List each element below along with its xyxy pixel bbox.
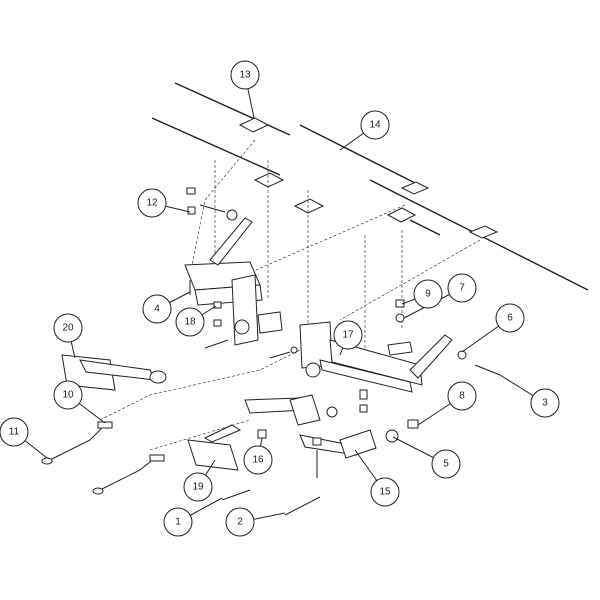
main-crossmember <box>299 321 453 393</box>
callout-14: 14 <box>360 110 390 140</box>
callout-number: 5 <box>443 459 449 470</box>
callout-circle <box>495 303 525 333</box>
callout-circle <box>230 60 260 90</box>
callout-circle <box>333 320 363 350</box>
callout-8: 8 <box>447 381 477 411</box>
callout-circle <box>137 188 167 218</box>
callout-1: 1 <box>163 507 193 537</box>
callout-number: 6 <box>507 313 513 324</box>
callout-number: 20 <box>62 323 74 334</box>
callout-6: 6 <box>495 303 525 333</box>
callout-number: 2 <box>237 517 243 528</box>
callout-3: 3 <box>530 388 560 418</box>
callout-13: 13 <box>230 60 260 90</box>
callout-circle <box>225 507 255 537</box>
callout-10: 10 <box>53 380 83 410</box>
callout-18: 18 <box>175 307 205 337</box>
callout-11: 11 <box>0 417 29 447</box>
callout-circle <box>0 417 29 447</box>
callout-circle <box>142 294 172 324</box>
lower-brackets <box>61 354 377 471</box>
callout-number: 9 <box>425 289 431 300</box>
callout-16: 16 <box>243 445 273 475</box>
left-crossmember <box>184 217 283 346</box>
callout-2: 2 <box>225 507 255 537</box>
callout-5: 5 <box>431 449 461 479</box>
callout-number: 4 <box>154 304 160 315</box>
callout-12: 12 <box>137 188 167 218</box>
rail-plates <box>238 117 499 239</box>
callout-number: 3 <box>542 398 548 409</box>
callout-number: 10 <box>62 390 74 401</box>
callout-circle <box>243 445 273 475</box>
safety-cables <box>41 421 165 495</box>
callout-number: 14 <box>369 120 381 131</box>
callout-19: 19 <box>183 472 213 502</box>
callout-number: 12 <box>146 198 158 209</box>
callout-circle <box>183 472 213 502</box>
callout-circle <box>447 273 477 303</box>
callout-number: 17 <box>342 330 354 341</box>
callout-9: 9 <box>413 279 443 309</box>
callout-number: 18 <box>184 317 196 328</box>
callout-circle <box>175 307 205 337</box>
callout-number: 1 <box>175 517 181 528</box>
callout-number: 13 <box>239 70 251 81</box>
callout-circle <box>413 279 443 309</box>
callout-circle <box>530 388 560 418</box>
callout-circle <box>447 381 477 411</box>
callout-4: 4 <box>142 294 172 324</box>
callout-number: 16 <box>252 455 264 466</box>
callout-circle <box>431 449 461 479</box>
callout-17: 17 <box>333 320 363 350</box>
callout-15: 15 <box>370 477 400 507</box>
callout-circle <box>163 507 193 537</box>
callout-number: 7 <box>459 283 465 294</box>
callout-circle <box>53 380 83 410</box>
callout-7: 7 <box>447 273 477 303</box>
callout-number: 15 <box>379 487 391 498</box>
callout-circle <box>360 110 390 140</box>
callout-number: 19 <box>192 482 204 493</box>
callout-number: 11 <box>9 427 20 438</box>
callout-circle <box>370 477 400 507</box>
callout-circle <box>53 313 83 343</box>
callout-number: 8 <box>459 391 465 402</box>
callout-20: 20 <box>53 313 83 343</box>
